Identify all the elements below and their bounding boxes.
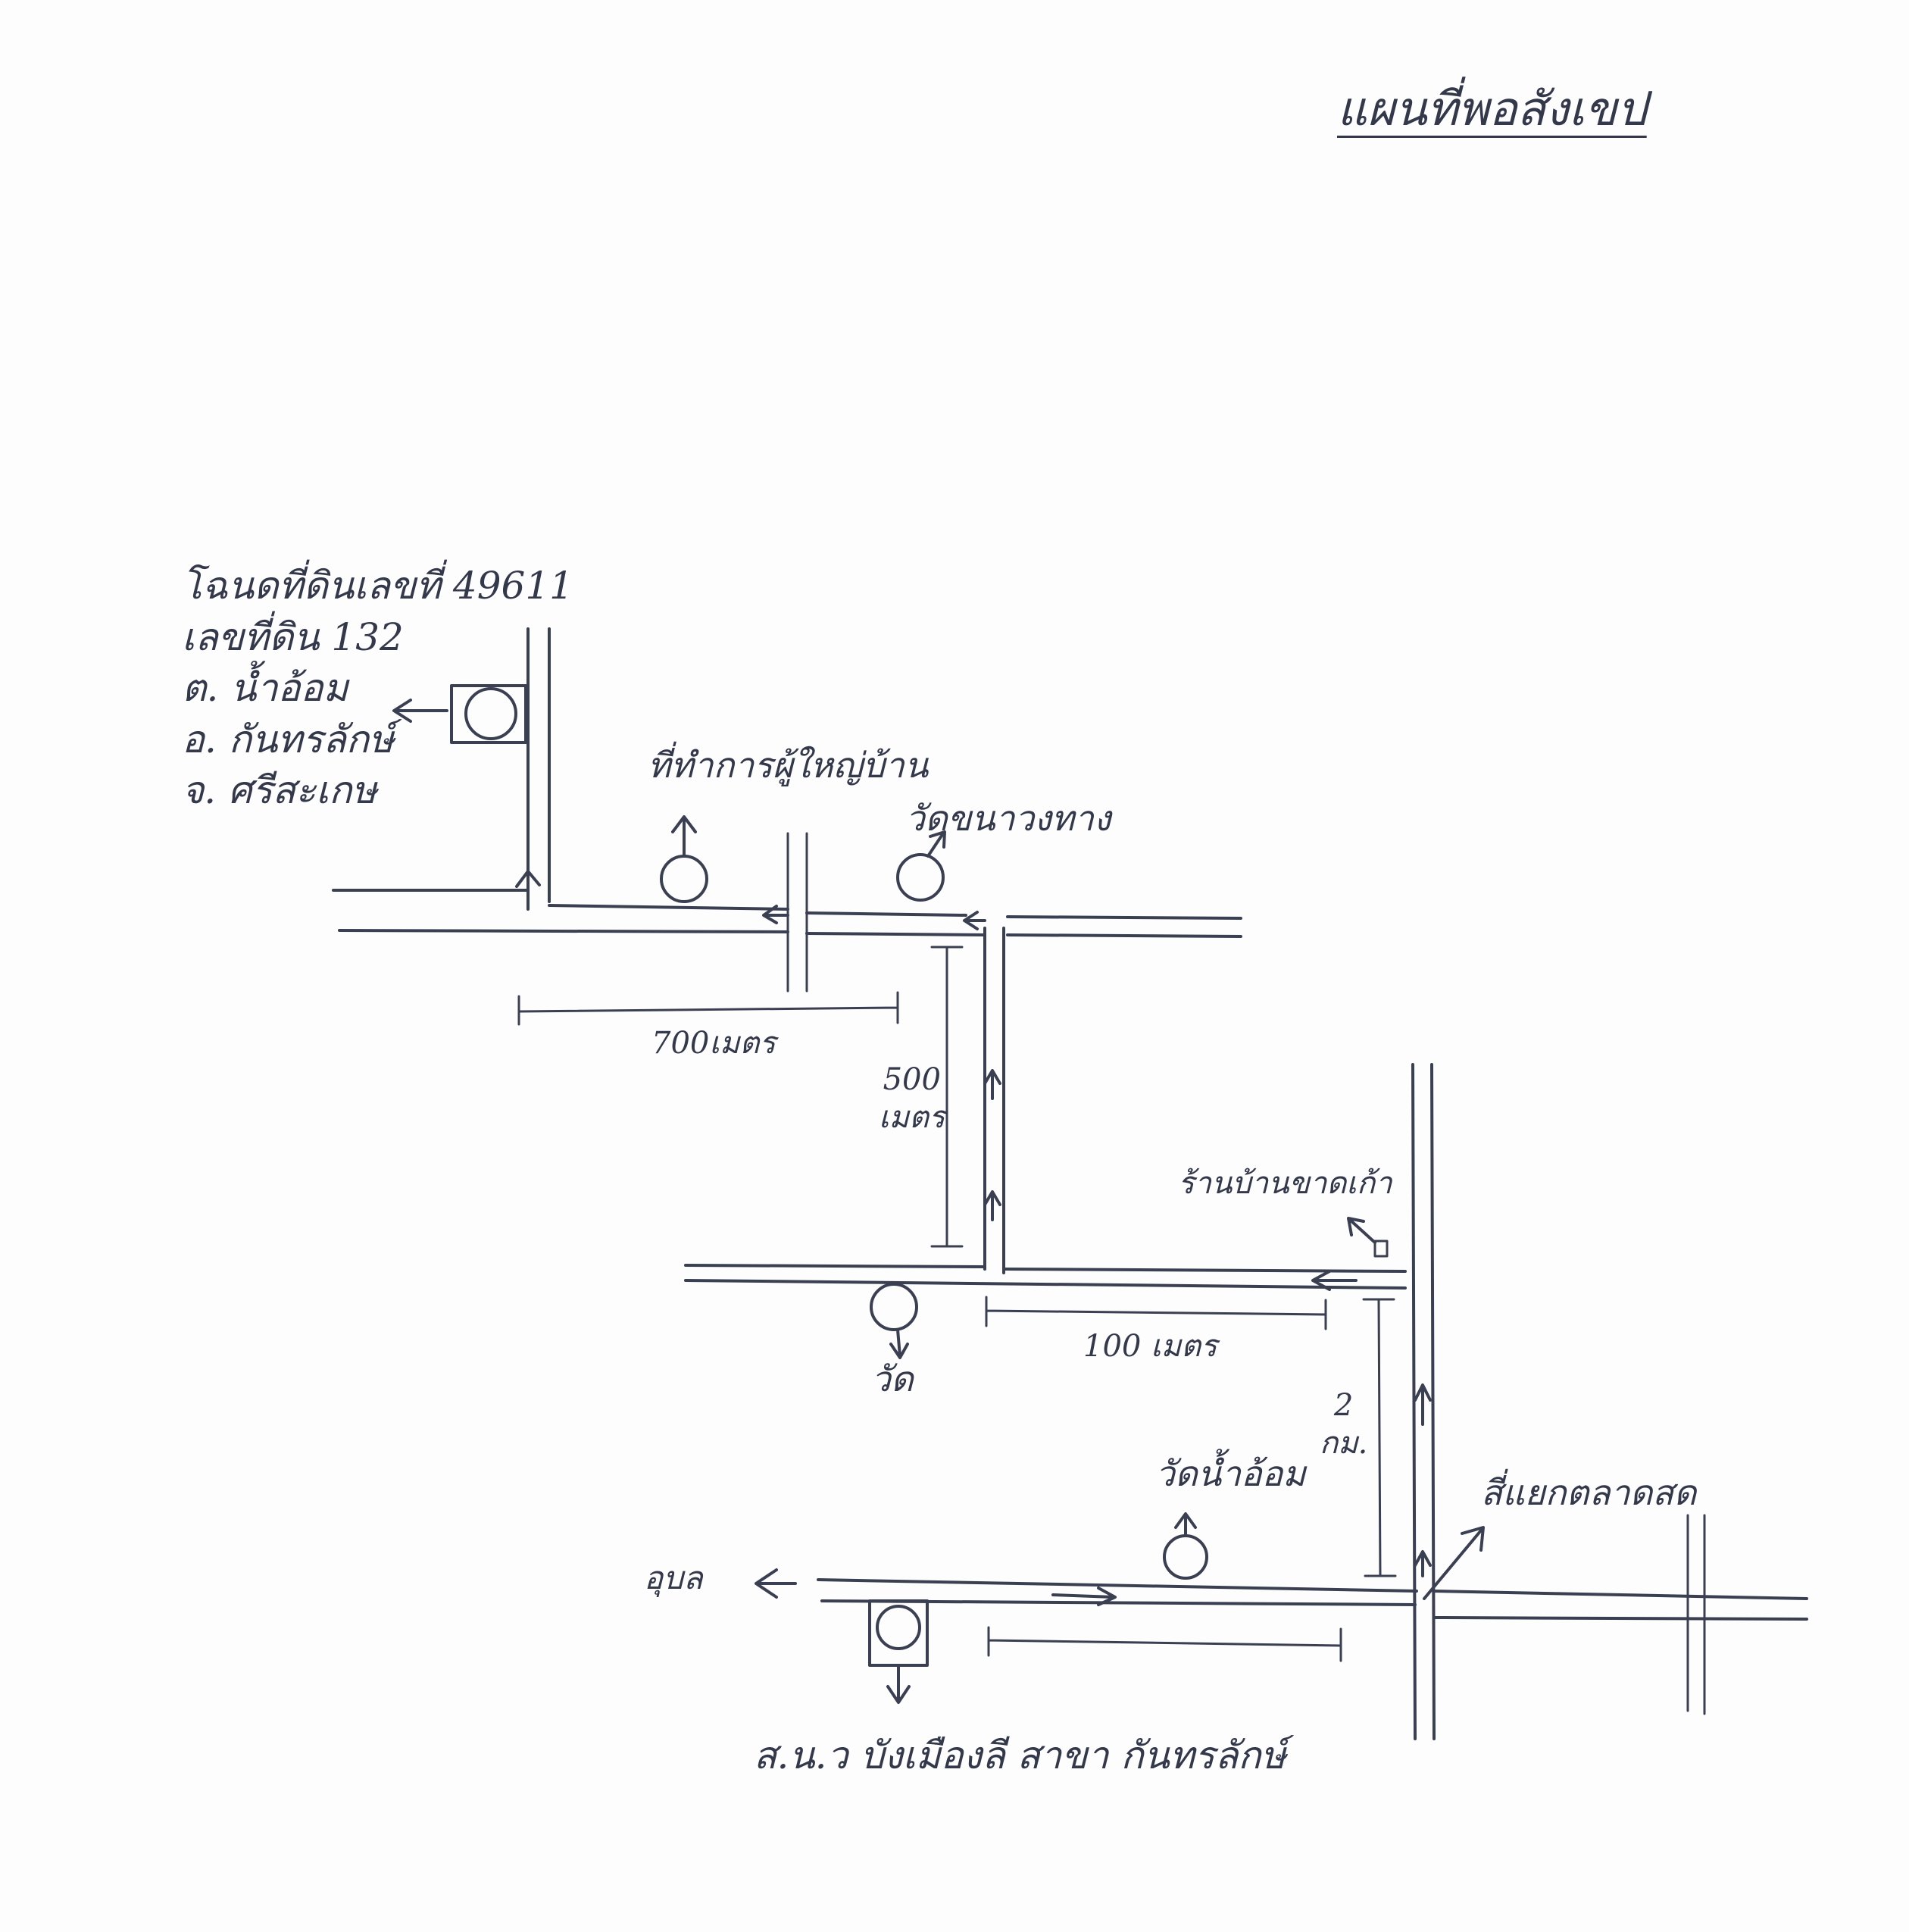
land-plot-circle [464,687,517,740]
distance-right-unit: กม. [1320,1426,1368,1461]
distance-vertical-unit: เมตร [879,1100,945,1135]
road-bottom-east-upper [1433,1590,1808,1600]
dim-top-horizontal [517,991,899,1026]
route-arrow-west [755,1568,797,1599]
bank-arrow [886,1664,911,1704]
address-district: อ. กันทรลักษ์ [182,717,394,761]
road-top-lower-edge-2 [805,932,986,936]
road-top-lower-edge-3 [1006,933,1242,938]
road-right-vertical-left [1411,1063,1417,1740]
label-temple-bottom: วัดน้ำอ้อม [1155,1453,1306,1494]
road-middle-lower-edge [684,1279,1407,1290]
road-top-upper-edge-3 [805,911,967,917]
route-arrow-left-middle [1311,1270,1358,1291]
road-top-upper-edge-2 [548,904,789,911]
label-distance-middle: 100 เมตร [1083,1329,1217,1364]
label-distance-vertical: 500 เมตร [879,1061,945,1136]
route-arrow-up-right [1414,1383,1432,1426]
road-top-upper-edge-4 [1006,915,1242,920]
road-right-vertical-right [1430,1063,1436,1740]
label-distance-top: 700เมตร [651,1026,776,1061]
intersection-pointer [1423,1526,1485,1600]
temple-middle-symbol [870,1283,918,1331]
dim-middle-vertical [930,946,964,1248]
temple-bottom-arrow [1174,1512,1197,1537]
route-arrow-right-bottom [1051,1587,1117,1606]
temple-top-symbol [896,853,945,902]
route-arrow-left-top [762,905,789,924]
distance-vertical-number: 500 [883,1062,941,1097]
temple-middle-arrow [889,1328,909,1359]
road-bottom-upper-edge [817,1578,1418,1593]
distance-right-number: 2 [1333,1388,1354,1423]
map-title: แผนที่พอสังเขป [1337,81,1647,136]
bank-circle [876,1605,921,1650]
route-arrow-up-middle-2 [983,1190,1001,1221]
road-bottom-east-lower [1433,1616,1808,1621]
label-shop: ร้านบ้านขาดเก้า [1178,1166,1392,1201]
road-middle-upper-edge-2 [1002,1268,1407,1273]
route-arrow-up-middle-1 [983,1069,1001,1100]
label-health-station: ที่ทำการผู้ใหญ่บ้าน [648,745,929,786]
label-bank: ส.น.ว บังเมืองลี สาขา กันทรลักษ์ [754,1733,1286,1777]
route-arrow-up-plot [515,870,541,911]
road-top-lower-edge [338,929,789,933]
shop-arrow [1347,1217,1376,1244]
address-deed-number: โฉนดที่ดินเลขที่ 49611 [182,564,573,608]
address-subdistrict: ต. น้ำอ้อม [182,666,348,710]
road-middle-upper-edge [684,1264,986,1268]
land-plot-box [450,684,527,744]
health-station-arrow [671,815,697,858]
label-direction-west: อุบล [644,1559,703,1596]
land-plot-pointer [392,699,448,723]
label-temple-top: วัดขนาวงทาง [905,798,1111,839]
health-station-symbol [660,855,708,903]
address-province: จ. ศรีสะเกษ [182,768,377,812]
shop-marker-box [1373,1240,1389,1258]
address-parcel-number: เลขที่ดิน 132 [182,614,404,659]
dim-bottom-horizontal [987,1626,1342,1662]
label-temple-middle: วัด [871,1358,914,1399]
label-distance-right-vertical: 2 กม. [1320,1386,1367,1462]
temple-top-arrow [926,830,946,858]
dim-middle-horizontal [985,1296,1327,1330]
land-address-block: โฉนดที่ดินเลขที่ 49611 เลขที่ดิน 132 ต. … [182,561,573,817]
temple-bottom-symbol [1163,1534,1208,1580]
route-arrow-up-right-2 [1414,1550,1432,1577]
label-intersection: สี่แยกตลาดสด [1481,1472,1697,1513]
route-arrow-left-corner [963,911,986,930]
dim-right-vertical [1362,1298,1397,1577]
